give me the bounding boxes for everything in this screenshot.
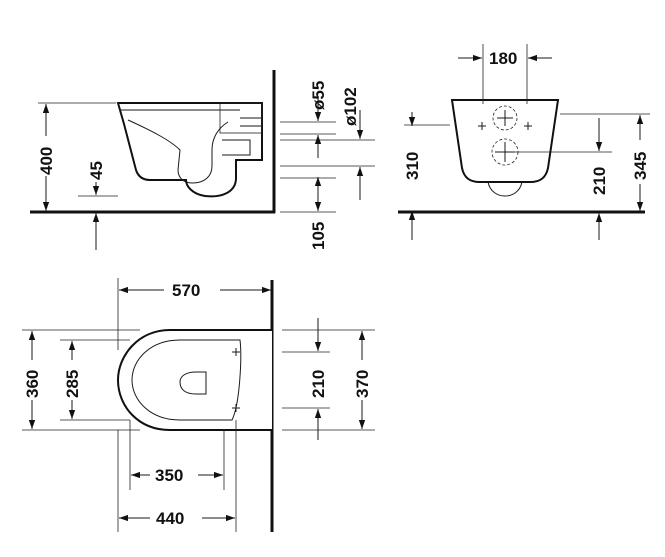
front-bowl-foot — [487, 181, 523, 197]
top-dim-210: 210 — [309, 370, 328, 398]
front-outlet-upper — [492, 105, 518, 131]
side-dim-105: 105 — [309, 222, 328, 250]
top-bowl-opening — [179, 371, 207, 395]
top-fix-marks — [232, 348, 240, 412]
side-outlet — [240, 117, 262, 127]
side-bowl-inner — [127, 119, 229, 184]
side-view: 400 45 ø55 ø102 105 — [30, 70, 375, 250]
top-dim-285: 285 — [63, 370, 82, 398]
top-dim-570: 570 — [172, 281, 200, 300]
top-dim-350: 350 — [155, 466, 183, 485]
front-dim-310: 310 — [403, 152, 422, 180]
side-fixing-bracket — [219, 102, 263, 134]
front-fix-marks — [478, 110, 532, 162]
front-bowl-outline — [450, 99, 560, 183]
top-bowl-outline — [116, 329, 272, 431]
front-dim-345: 345 — [631, 152, 650, 180]
side-trap-line — [222, 139, 251, 156]
front-dim-180: 180 — [489, 49, 517, 68]
side-dim-45: 45 — [87, 161, 106, 180]
top-dim-360: 360 — [23, 370, 42, 398]
side-dim-dia55: ø55 — [309, 81, 328, 110]
side-bowl-outline — [116, 102, 263, 198]
top-dim-370: 370 — [353, 370, 372, 398]
top-dim-440: 440 — [156, 509, 184, 528]
front-view: 180 310 210 345 — [398, 44, 650, 240]
side-dim-dia102: ø102 — [341, 87, 360, 126]
top-view: 570 360 285 210 370 350 — [22, 278, 375, 532]
side-dim-400: 400 — [37, 147, 56, 175]
top-seat-outline — [131, 339, 242, 421]
front-dim-210: 210 — [590, 167, 609, 195]
